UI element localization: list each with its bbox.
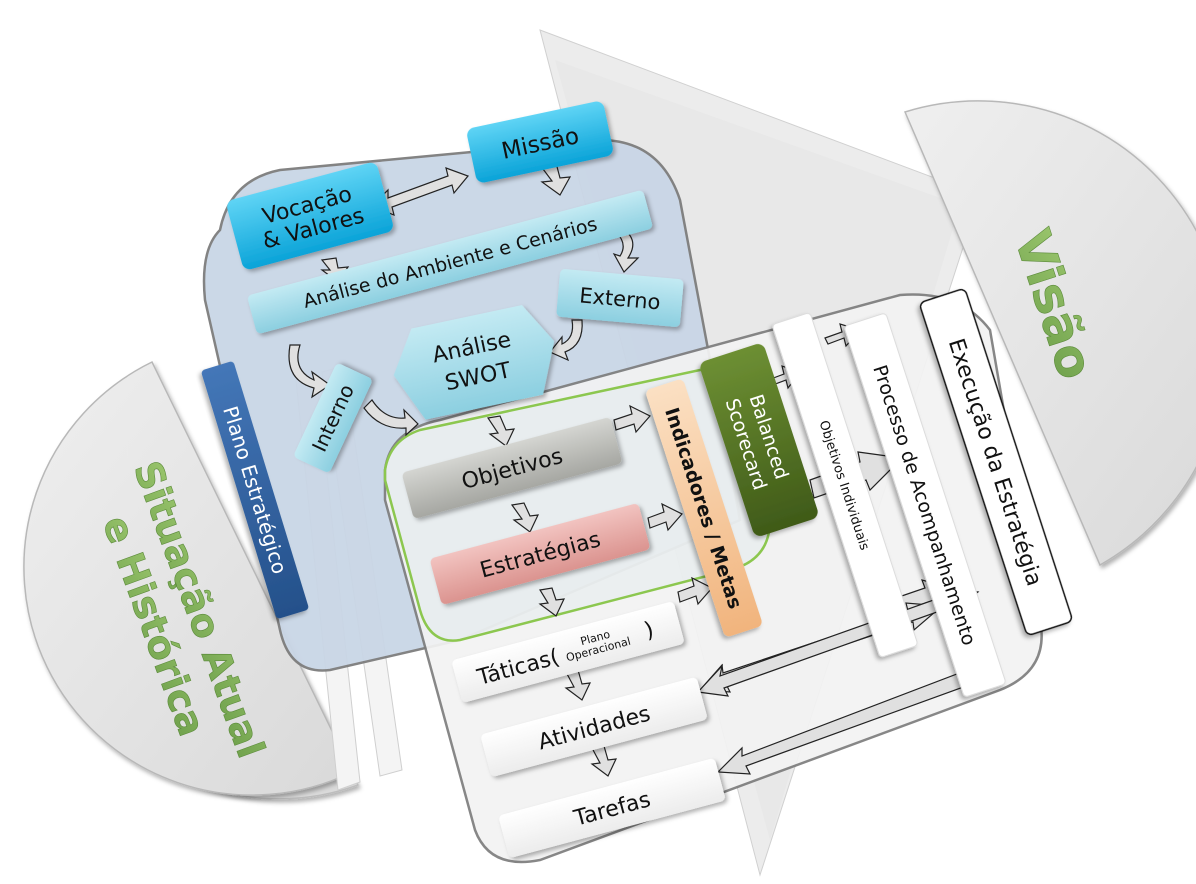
arrow-to-externo [612,227,640,273]
arrow-objetivos-estrategias [510,502,540,533]
node-missao: Missão [467,101,613,183]
arrow-taticas-atividades [564,669,592,701]
arrow-to-interno [288,344,332,399]
node-tarefas: Tarefas [499,758,725,858]
arrow-externo-swot [549,319,583,362]
arrow-estrategias-taticas [538,587,566,617]
vision-half-disc [903,100,1196,567]
node-analise-swot: Análise SWOT [393,305,555,420]
node-taticas: Táticas( Plano Operacional ) [452,602,684,702]
arrow-estrategias-indicadores [647,502,683,532]
node-externo: Externo [556,269,684,327]
arrow-vocacao-missao [370,167,470,217]
current-situation-half-disc [23,360,360,800]
arrow-taticas-indicadores [677,576,713,606]
node-vocacao-valores: Vocação & Valores [227,162,393,270]
arrow-objetivos-indicadores [613,404,651,434]
arrow-interno-swot [363,399,419,437]
node-estrategias: Estratégias [430,503,650,605]
arrow-swot-objetivos [486,415,516,447]
arrow-atividades-tarefas [590,745,618,777]
